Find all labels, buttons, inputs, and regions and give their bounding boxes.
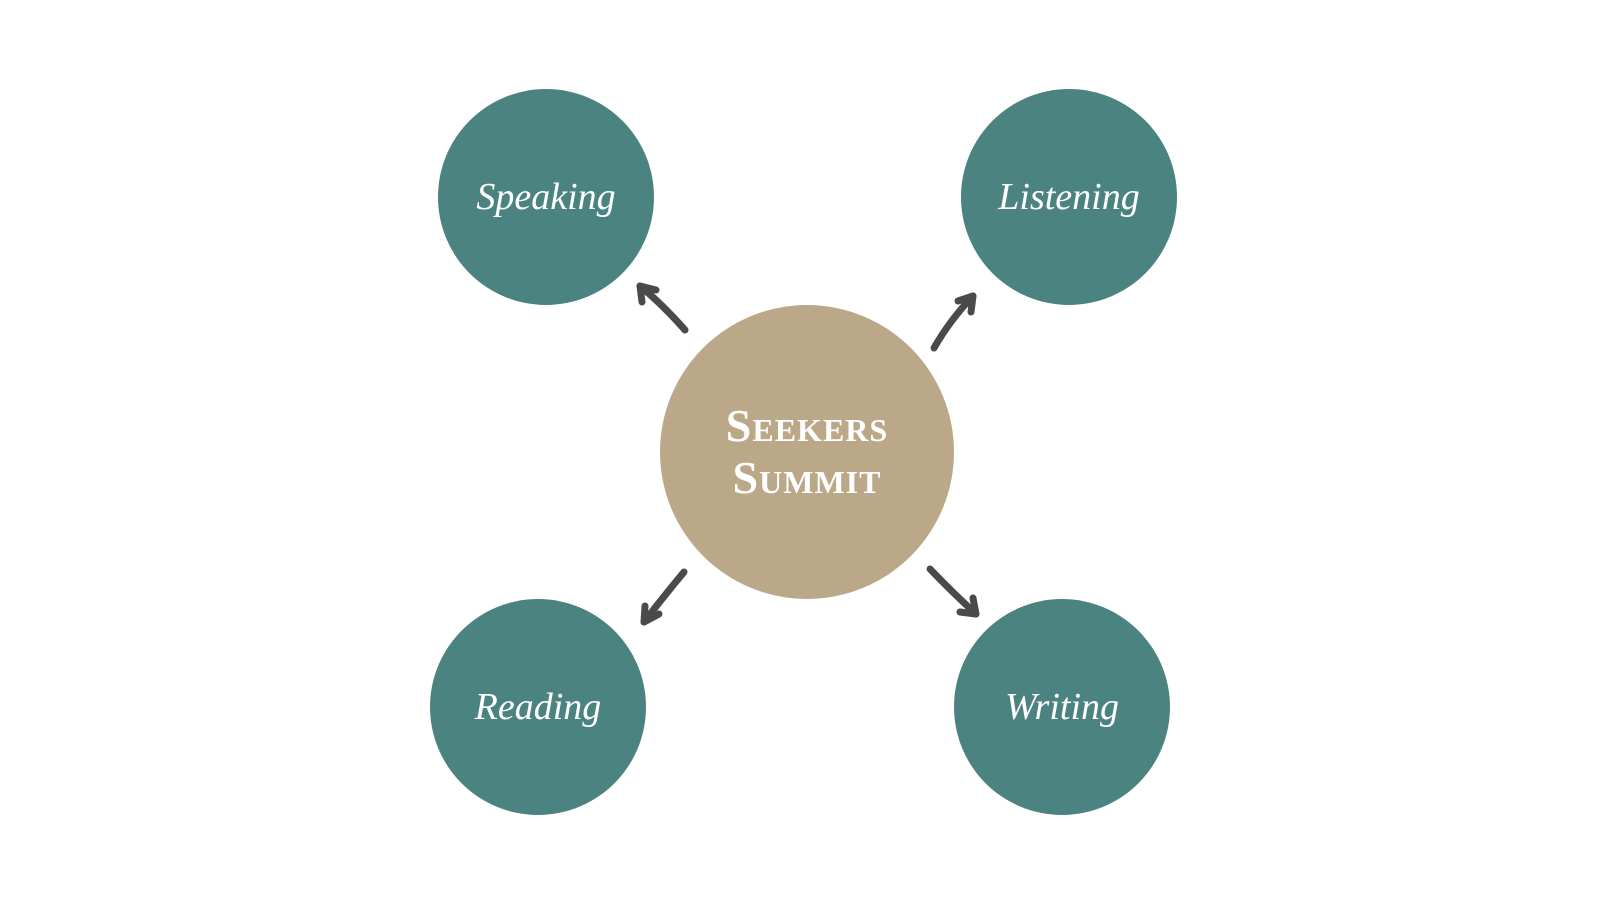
node-label: Writing [1004,686,1120,728]
center-node: Seekers Summit [660,305,954,599]
node-writing: Writing [954,599,1170,815]
node-reading: Reading [430,599,646,815]
center-title-line1: Seekers [725,400,889,451]
node-label: Listening [998,176,1140,218]
arrow-to-reading [640,568,688,626]
arrow-to-speaking [636,282,689,334]
node-listening: Listening [961,89,1177,305]
node-label: Speaking [476,176,616,218]
node-speaking: Speaking [438,89,654,305]
arrow-to-listening [930,292,977,352]
node-label: Reading [474,686,602,728]
arrow-to-writing [926,565,980,618]
center-title-line2: Summit [732,452,882,503]
